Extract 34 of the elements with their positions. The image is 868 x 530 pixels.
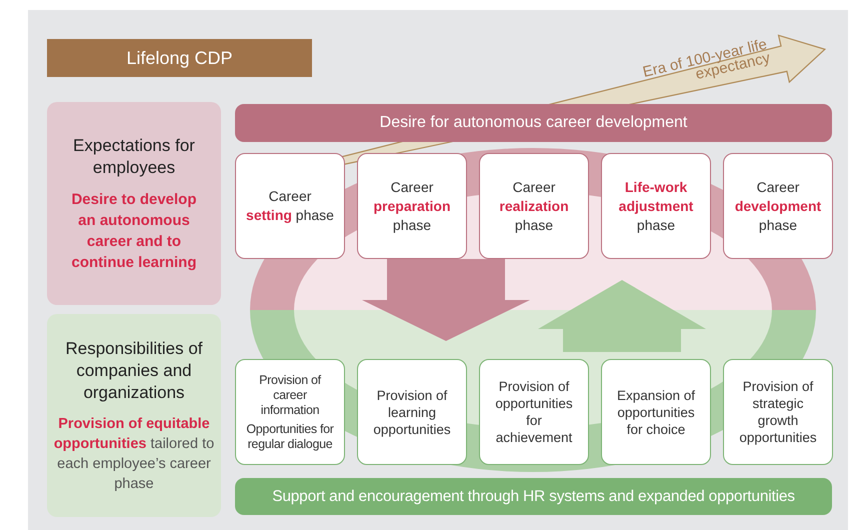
card-text: Opportunities for regular dialogue — [245, 422, 335, 452]
banner-text: Desire for autonomous career development — [380, 114, 688, 132]
phase-card — [235, 153, 345, 259]
phase-card — [723, 153, 833, 259]
arrow-label: Era of 100-year life expectancy — [640, 38, 772, 86]
panel-heading: Responsibilities of companies and organizations — [64, 338, 204, 404]
phase-card — [601, 153, 711, 259]
card-text: Expansion of opportunities for choice — [616, 386, 696, 438]
phase-card — [479, 153, 589, 259]
provision-card — [601, 359, 711, 465]
panel-text: Provision of equitable opportunities tailored to each employee’s career phase — [52, 414, 216, 494]
block-arrow — [538, 280, 706, 352]
phase-label: Career preparation phase — [372, 178, 452, 234]
card-text: Provision of career information — [258, 372, 322, 418]
provision-card — [479, 359, 589, 465]
phase-label: Career development phase — [734, 178, 822, 234]
info-panel — [47, 102, 221, 305]
provision-card — [723, 359, 833, 465]
banner — [235, 478, 832, 515]
provision-card — [235, 359, 345, 465]
card-text: Provision of learning opportunities — [372, 386, 452, 438]
phase-label: Life-work adjustment phase — [618, 178, 694, 234]
banner — [235, 104, 832, 142]
phase-card — [357, 153, 467, 259]
card-text: Provision of opportunities for achievement — [494, 378, 574, 446]
banner-text: Support and encouragement through HR systems and expanded opportunities — [272, 488, 795, 506]
panel-heading: Expectations for employees — [72, 134, 196, 178]
title-banner: Lifelong CDP — [47, 39, 312, 77]
card-text: Provision of strategic growth opportunities — [738, 378, 818, 446]
phase-label: Career realization phase — [498, 178, 570, 234]
provision-card — [357, 359, 467, 465]
phase-label: Career setting phase — [245, 187, 335, 225]
panel-text: Desire to develop an autonomous career and to continue learning — [70, 190, 198, 272]
block-arrow — [362, 259, 530, 341]
